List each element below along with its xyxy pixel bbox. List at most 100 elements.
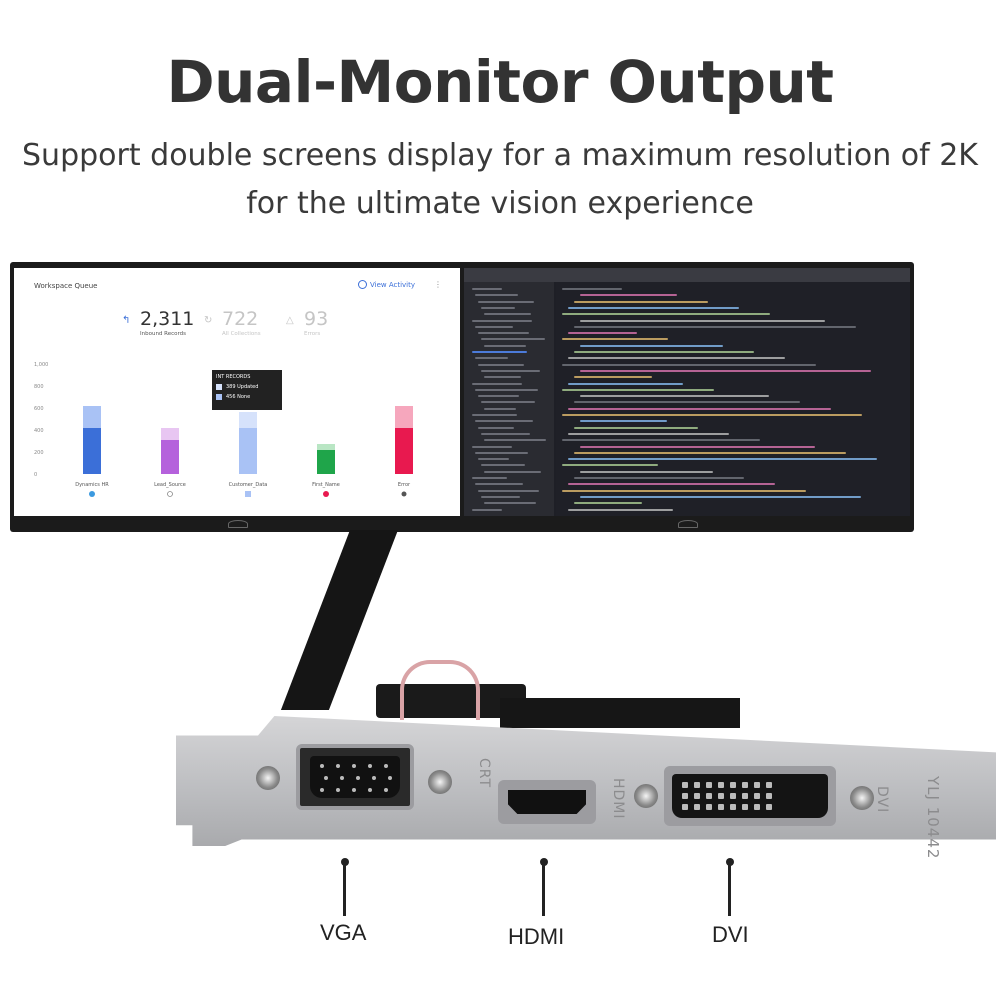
x-label: First_Name bbox=[312, 482, 340, 488]
nav-entry bbox=[475, 451, 528, 454]
bar-3 bbox=[239, 428, 257, 474]
collections-icon: ↻ bbox=[204, 315, 213, 326]
x-label: Error bbox=[398, 482, 411, 488]
inbound-icon: ↰ bbox=[122, 315, 131, 326]
stat-collections-value: 722 bbox=[222, 308, 259, 330]
activity-icon bbox=[358, 280, 367, 289]
dvi-pin bbox=[682, 804, 688, 810]
code-line bbox=[562, 388, 714, 391]
nav-entry bbox=[484, 376, 521, 379]
stat-collections-label: All Collections bbox=[222, 331, 261, 337]
more-icon[interactable]: ⋮ bbox=[434, 280, 442, 289]
stat-errors: 93 Errors bbox=[304, 308, 328, 337]
errors-icon: △ bbox=[286, 315, 294, 326]
code-line bbox=[574, 376, 652, 379]
dvi-pin bbox=[730, 782, 736, 788]
stat-inbound-label: Inbound Records bbox=[140, 331, 187, 337]
code-line bbox=[562, 313, 770, 316]
y-tick: 800 bbox=[34, 384, 44, 390]
nav-entry bbox=[478, 489, 539, 492]
hdmi-pointer-line bbox=[542, 862, 545, 916]
error-icon bbox=[401, 491, 407, 497]
dvi-pin bbox=[682, 793, 688, 799]
nav-entry bbox=[478, 426, 514, 429]
code-line bbox=[574, 401, 800, 404]
nav-entry bbox=[475, 420, 533, 423]
editor-code-area bbox=[556, 282, 910, 516]
dvi-pin bbox=[730, 804, 736, 810]
dvi-pin bbox=[706, 804, 712, 810]
nav-entry bbox=[484, 313, 531, 316]
bezel-logo-left bbox=[228, 520, 248, 528]
code-line bbox=[574, 351, 754, 353]
dvi-pin bbox=[718, 782, 724, 788]
stat-collections: 722 All Collections bbox=[222, 308, 261, 337]
dvi-port bbox=[664, 766, 836, 826]
code-line bbox=[562, 489, 806, 492]
nav-entry bbox=[484, 502, 536, 505]
cloud-icon bbox=[89, 491, 95, 497]
nav-entry bbox=[472, 288, 502, 290]
google-icon bbox=[323, 491, 329, 497]
vga-pin bbox=[384, 788, 388, 792]
code-line bbox=[568, 357, 785, 360]
x-axis-labels: Dynamics HR Lead_Source Customer_Data Fi… bbox=[75, 482, 411, 488]
nav-entry bbox=[481, 369, 540, 372]
stat-errors-value: 93 bbox=[304, 308, 329, 330]
editor-file-navigator bbox=[464, 282, 554, 516]
dvi-pin bbox=[682, 782, 688, 788]
view-activity-link[interactable]: View Activity bbox=[370, 281, 416, 289]
left-monitor-screen: Workspace Queue View Activity ⋮ ↰ 2,311 … bbox=[14, 268, 460, 516]
nav-entry bbox=[472, 414, 517, 416]
bar-2 bbox=[161, 440, 179, 474]
vga-pin bbox=[340, 776, 344, 780]
x-label: Lead_Source bbox=[154, 482, 186, 488]
nav-entry bbox=[478, 395, 519, 398]
dvi-pin bbox=[742, 804, 748, 810]
screw bbox=[850, 786, 874, 810]
code-line bbox=[580, 420, 667, 423]
subline-2: for the ultimate vision experience bbox=[246, 186, 754, 221]
code-line bbox=[580, 319, 825, 322]
tooltip-row-text: 389 Updated bbox=[226, 384, 259, 390]
nav-entry bbox=[484, 407, 516, 410]
dvi-pin bbox=[766, 793, 772, 799]
code-line bbox=[562, 414, 862, 416]
tooltip-row-text: 456 None bbox=[226, 394, 251, 400]
graphics-card-body bbox=[500, 698, 740, 728]
code-line bbox=[568, 458, 877, 461]
vga-pin bbox=[324, 776, 328, 780]
dvi-pin bbox=[766, 782, 772, 788]
nav-entry bbox=[478, 363, 524, 366]
nav-entry bbox=[472, 351, 527, 353]
nav-entry bbox=[481, 306, 515, 309]
y-tick: 1,000 bbox=[34, 362, 48, 368]
code-line bbox=[580, 369, 871, 372]
code-line bbox=[580, 344, 723, 347]
vga-pin bbox=[384, 764, 388, 768]
vga-pin bbox=[368, 764, 372, 768]
nav-entry bbox=[481, 495, 520, 498]
nav-entry bbox=[475, 294, 518, 297]
nav-entry bbox=[478, 300, 534, 303]
etch-dvi: DVI bbox=[874, 786, 890, 814]
dvi-pin bbox=[694, 793, 700, 799]
etch-hdmi: HDMI bbox=[610, 778, 626, 820]
dvi-socket bbox=[672, 774, 828, 818]
vga-pin bbox=[388, 776, 392, 780]
stat-inbound-value: 2,311 bbox=[140, 308, 195, 330]
y-tick: 600 bbox=[34, 406, 44, 412]
nav-entry bbox=[472, 477, 507, 479]
y-tick: 0 bbox=[34, 472, 37, 478]
y-tick: 400 bbox=[34, 428, 44, 434]
right-monitor-screen bbox=[464, 268, 910, 516]
dvi-pin bbox=[754, 804, 760, 810]
vga-pin bbox=[320, 788, 324, 792]
nav-entry bbox=[481, 401, 535, 404]
screw bbox=[634, 784, 658, 808]
dvi-pin bbox=[730, 793, 736, 799]
dvi-pin bbox=[742, 782, 748, 788]
vga-pointer-line bbox=[343, 862, 346, 916]
tooltip-row: 389 Updated bbox=[216, 384, 278, 390]
nav-entry bbox=[481, 464, 525, 467]
